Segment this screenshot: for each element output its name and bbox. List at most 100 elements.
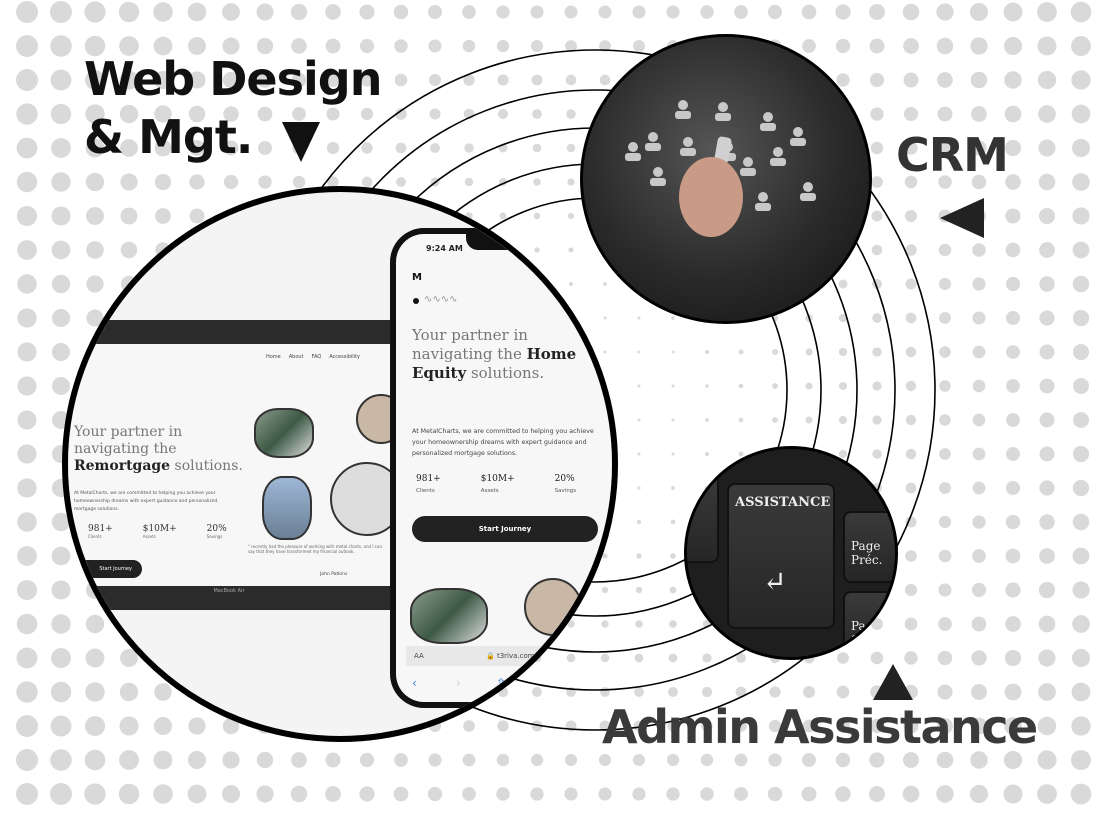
halftone-dot (326, 141, 340, 155)
halftone-dot (734, 753, 748, 767)
halftone-dot (291, 72, 307, 88)
halftone-dot (531, 40, 543, 52)
halftone-dot (1004, 683, 1022, 701)
halftone-dot (902, 785, 920, 803)
halftone-dot (872, 313, 882, 323)
halftone-dot (705, 452, 709, 456)
back-icon[interactable]: ‹ (412, 676, 417, 690)
halftone-dot (666, 753, 680, 767)
halftone-dot (938, 549, 952, 563)
halftone-dot (496, 787, 510, 801)
halftone-dot (361, 142, 373, 154)
url: t3riva.com (496, 652, 535, 660)
reader-button[interactable]: AA (414, 652, 424, 660)
browser-address-bar[interactable]: AA 🔒 t3riva.com (406, 646, 606, 666)
halftone-dot (937, 684, 953, 700)
halftone-dot (496, 753, 510, 767)
start-journey-button[interactable]: Start Journey (68, 560, 142, 578)
halftone-dot (118, 783, 140, 805)
halftone-dot (939, 312, 951, 324)
halftone-dot (971, 684, 987, 700)
halftone-dot (801, 4, 817, 20)
nav-faq[interactable]: FAQ (311, 354, 322, 360)
stat-value: 981+ (88, 524, 113, 534)
halftone-dot (905, 346, 917, 358)
start-journey-button[interactable]: Start Journey (412, 516, 598, 542)
halftone-dot (326, 107, 340, 121)
halftone-dot (50, 681, 72, 703)
halftone-dot (154, 139, 172, 157)
halftone-dot (16, 171, 38, 193)
halftone-dot (258, 175, 272, 189)
halftone-dot (153, 2, 173, 22)
halftone-dot (51, 308, 71, 328)
halftone-dot (16, 205, 38, 227)
halftone-dot (1003, 750, 1023, 770)
halftone-dot (16, 715, 38, 737)
halftone-dot (86, 241, 104, 259)
halftone-dot (51, 580, 71, 600)
halftone-dot (970, 751, 988, 769)
halftone-dot (51, 648, 71, 668)
halftone-dot (530, 753, 544, 767)
halftone-dot (637, 316, 641, 320)
halftone-dot (936, 751, 954, 769)
halftone-dot (971, 582, 987, 598)
halftone-dot (532, 143, 542, 153)
halftone-dot (1072, 241, 1090, 259)
halftone-dot (566, 109, 576, 119)
halftone-dot (972, 311, 986, 325)
halftone-dot (1003, 784, 1023, 804)
halftone-dot (497, 720, 509, 732)
halftone-dot (359, 4, 375, 20)
halftone-dot (632, 787, 646, 801)
halftone-dot (1070, 1, 1092, 23)
person-icon-body (760, 123, 776, 131)
halftone-dot (360, 73, 374, 87)
share-icon[interactable]: ⇪ (496, 676, 507, 690)
halftone-dot (972, 277, 986, 291)
halftone-dot (736, 653, 746, 663)
halftone-dot (1039, 480, 1055, 496)
halftone-dot (1037, 784, 1057, 804)
halftone-dot (738, 383, 744, 389)
person-icon (683, 137, 693, 147)
stat-label: Savings (554, 488, 577, 494)
halftone-dot (1005, 514, 1021, 530)
halftone-dot (463, 720, 475, 732)
halftone-dot (1072, 479, 1090, 497)
person-icon (793, 127, 803, 137)
halftone-dot (838, 415, 848, 425)
nav-accessibility[interactable]: Accessibility (329, 354, 360, 360)
halftone-dot (939, 346, 951, 358)
halftone-dot (85, 172, 105, 192)
halftone-dot (1072, 207, 1090, 225)
halftone-dot (1006, 413, 1020, 427)
halftone-dot (1039, 242, 1055, 258)
halftone-dot (222, 751, 240, 769)
forward-icon[interactable]: › (456, 676, 461, 690)
halftone-dot (394, 73, 408, 87)
halftone-dot (1005, 582, 1021, 598)
halftone-dot (531, 720, 543, 732)
halftone-dot (464, 177, 474, 187)
url-text: 🔒 t3riva.com (486, 652, 535, 660)
halftone-dot (153, 70, 173, 90)
halftone-dot (1072, 581, 1090, 599)
halftone-dot (972, 515, 986, 529)
halftone-dot (51, 138, 71, 158)
halftone-dot (972, 481, 986, 495)
person-icon (773, 147, 783, 157)
halftone-dot (1071, 36, 1091, 56)
halftone-dot (256, 751, 274, 769)
halftone-dot (1039, 310, 1055, 326)
person-icon (743, 157, 753, 167)
halftone-dot (188, 105, 206, 123)
halftone-dot (16, 647, 38, 669)
halftone-dot (360, 107, 374, 121)
halftone-dot (671, 350, 675, 354)
nav-home[interactable]: Home (265, 354, 281, 360)
nav-about[interactable]: About (288, 354, 304, 360)
halftone-dot (668, 653, 678, 663)
person-icon-body (625, 153, 641, 161)
